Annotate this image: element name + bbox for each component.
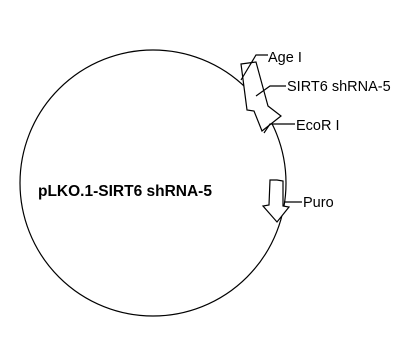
- agei-leader-line: [240, 54, 268, 81]
- ecori-leader-line: [263, 123, 295, 134]
- sirt6-shrna-label: SIRT6 shRNA-5: [287, 79, 391, 95]
- ecori-label: EcoR I: [296, 118, 340, 134]
- sirt6-shrna-leader-line: [255, 85, 286, 97]
- plasmid-backbone-circle: [19, 49, 287, 317]
- puro-arrow: [261, 179, 291, 223]
- puro-label: Puro: [303, 195, 334, 211]
- sirt6-shrna-arrow: [240, 61, 282, 132]
- plasmid-name-label: pLKO.1-SIRT6 shRNA-5: [38, 183, 212, 200]
- agei-label: Age I: [268, 50, 302, 66]
